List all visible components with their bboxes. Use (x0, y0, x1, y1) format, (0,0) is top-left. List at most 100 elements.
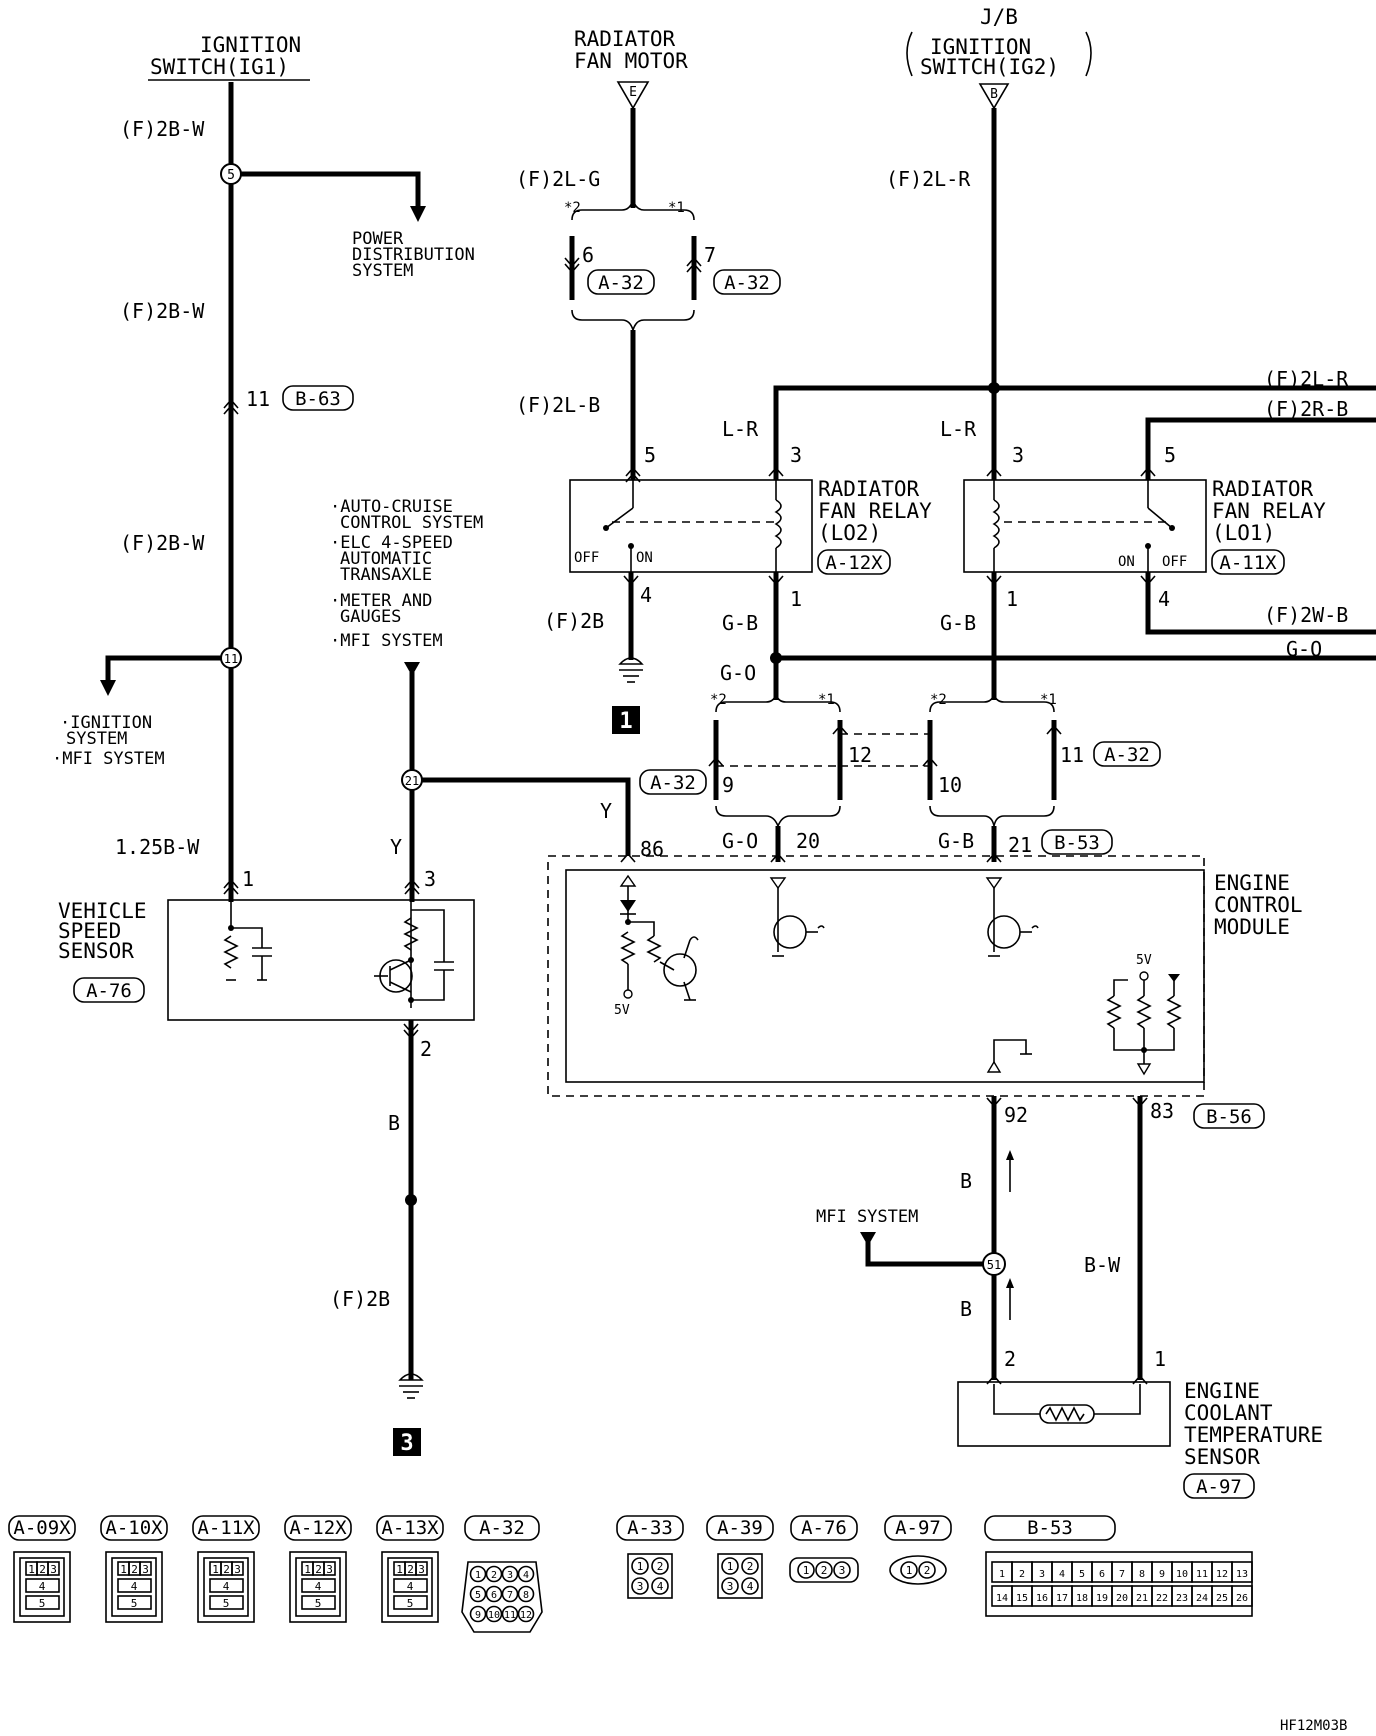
legend-pin: 5 (223, 1597, 230, 1610)
relay-lo1-label-1: RADIATOR (1212, 477, 1314, 501)
legend-pin: 24 (1196, 1593, 1208, 1604)
pin-ecm-92: 92 (1004, 1103, 1028, 1127)
jb-connector-b-label: B (990, 87, 998, 102)
connector-a32-label-2: A-32 (724, 272, 770, 294)
connector-a97-label: A-97 (1196, 1476, 1242, 1498)
splice-51-label: 51 (987, 1258, 1001, 1272)
jb-title-1: J/B (980, 5, 1018, 29)
wire-label-gb-2: G-B (940, 611, 976, 635)
thermistor (1039, 1404, 1095, 1424)
wire-label-f2b-ground3: (F)2B (330, 1287, 390, 1311)
coolant-sensor-section: B MFI SYSTEM 51 B-W B 2 1 ENGINE COOLANT… (816, 1150, 1323, 1499)
engine-control-module: ENGINE CONTROL MODULE 5V (547, 855, 1303, 1380)
connector-a32-label-3: A-32 (650, 772, 696, 794)
connector-a32-label-4: A-32 (1104, 744, 1150, 766)
splice-51 (982, 1252, 1006, 1276)
mfi-system-label-2: MFI SYSTEM (816, 1207, 918, 1227)
pin-vss-1: 1 (242, 867, 254, 891)
legend-pin: 1 (120, 1563, 127, 1576)
legend-pin: 13 (1236, 1569, 1248, 1580)
fan-motor-title-1: RADIATOR (574, 27, 676, 51)
legend-pin: 10 (1176, 1569, 1188, 1580)
relay-lo1-on: ON (1118, 554, 1135, 570)
legend-pin: 1 (803, 1564, 810, 1577)
wire-label-bw: B-W (1084, 1253, 1121, 1277)
legend-pin: 2 (223, 1563, 230, 1576)
legend-pin: 4 (407, 1580, 414, 1593)
wire-label-go-1: G-O (720, 661, 756, 685)
pin-relay-lo2-1: 1 (790, 587, 802, 611)
relay-lo2-box (569, 479, 813, 573)
legend-pin: 4 (747, 1580, 754, 1593)
connector-a11x-label: A-11X (1219, 552, 1277, 574)
splice-11-label: 11 (224, 652, 238, 666)
legend-pin: 5 (131, 1597, 138, 1610)
legend-label: A-97 (895, 1517, 941, 1539)
legend-pin: 20 (1116, 1593, 1128, 1604)
pin-relay-lo1-5: 5 (1164, 443, 1176, 467)
ects-label-3: TEMPERATURE (1184, 1423, 1323, 1447)
multi-line5: TRANSAXLE (340, 565, 432, 585)
pin-relay-lo2-4: 4 (640, 583, 652, 607)
legend-pin: 8 (523, 1590, 529, 1601)
legend-pin: 1 (28, 1563, 35, 1576)
vehicle-speed-sensor: VEHICLE SPEED SENSOR A-76 (58, 899, 475, 1021)
legend-pin: 4 (315, 1580, 322, 1593)
pin-ects-1: 1 (1154, 1347, 1166, 1371)
legend-pin: 14 (996, 1593, 1008, 1604)
wire-label-f2wb: (F)2W-B (1264, 603, 1348, 627)
legend-pin: 11 (1196, 1569, 1208, 1580)
relay-lo2-label-1: RADIATOR (818, 477, 920, 501)
legend-pin: 23 (1176, 1593, 1188, 1604)
pin-relay-lo1-4: 4 (1158, 587, 1170, 611)
vss-label-line2: SPEED (58, 919, 121, 943)
legend-label: A-09X (13, 1517, 71, 1539)
ground-3-badge (393, 1428, 421, 1456)
ects-label-2: COOLANT (1184, 1401, 1273, 1425)
legend-pin: 12 (1216, 1569, 1228, 1580)
relay-lo1-off: OFF (1162, 554, 1187, 570)
legend-pin: 4 (131, 1580, 138, 1593)
pin-b63-11: 11 (246, 387, 270, 411)
relay-lo2-off: OFF (574, 550, 599, 566)
ground-1-badge (612, 706, 640, 734)
legend-pin: 2 (315, 1563, 322, 1576)
legend-pin: 22 (1156, 1593, 1168, 1604)
power-dist-line1: POWER (352, 229, 404, 249)
legend-pin: 6 (491, 1590, 497, 1601)
legend-pin: 2 (747, 1560, 754, 1573)
legend-pin: 3 (50, 1563, 57, 1576)
relay-lo2-on: ON (636, 550, 653, 566)
legend-pin: 19 (1096, 1593, 1108, 1604)
legend-pin: 2 (657, 1560, 664, 1573)
legend-pin: 10 (488, 1610, 500, 1621)
legend-pin: 26 (1236, 1593, 1248, 1604)
legend-pin: 1 (637, 1560, 644, 1573)
diagram-code: HF12M03B (1280, 1718, 1347, 1734)
legend-label: B-53 (1027, 1517, 1073, 1539)
a32-b53-connectors: *2 *1 *2 *1 12 9 10 11 A-32 A-32 G-O 20 … (639, 692, 1161, 863)
ignition-switch-ig1-section: IGNITION SWITCH(IG1) 5 POWER DISTRIBUTIO… (52, 33, 475, 902)
legend-pin: 5 (315, 1597, 322, 1610)
legend-pin: 3 (418, 1563, 425, 1576)
legend-pin: 9 (1159, 1569, 1165, 1580)
wire-label-y-vss: Y (390, 835, 402, 859)
legend-pin: 16 (1036, 1593, 1048, 1604)
pin-ects-2: 2 (1004, 1347, 1016, 1371)
legend-pin: 5 (475, 1590, 481, 1601)
multi-line8: ·MFI SYSTEM (330, 631, 443, 651)
legend-pin: 3 (507, 1570, 513, 1581)
legend-pin: 3 (326, 1563, 333, 1576)
vss-label-line3: SENSOR (58, 939, 134, 963)
ground-1-label: 1 (619, 709, 632, 734)
wire-label-gb-1: G-B (722, 611, 758, 635)
pin-a32-10: 10 (938, 773, 962, 797)
ground-3-label: 3 (400, 1431, 413, 1456)
legend-pin: 11 (504, 1610, 516, 1621)
multi-line3: ·ELC 4-SPEED (330, 533, 453, 553)
legend-pin: 4 (1059, 1569, 1065, 1580)
ecm-label-3: MODULE (1214, 915, 1290, 939)
